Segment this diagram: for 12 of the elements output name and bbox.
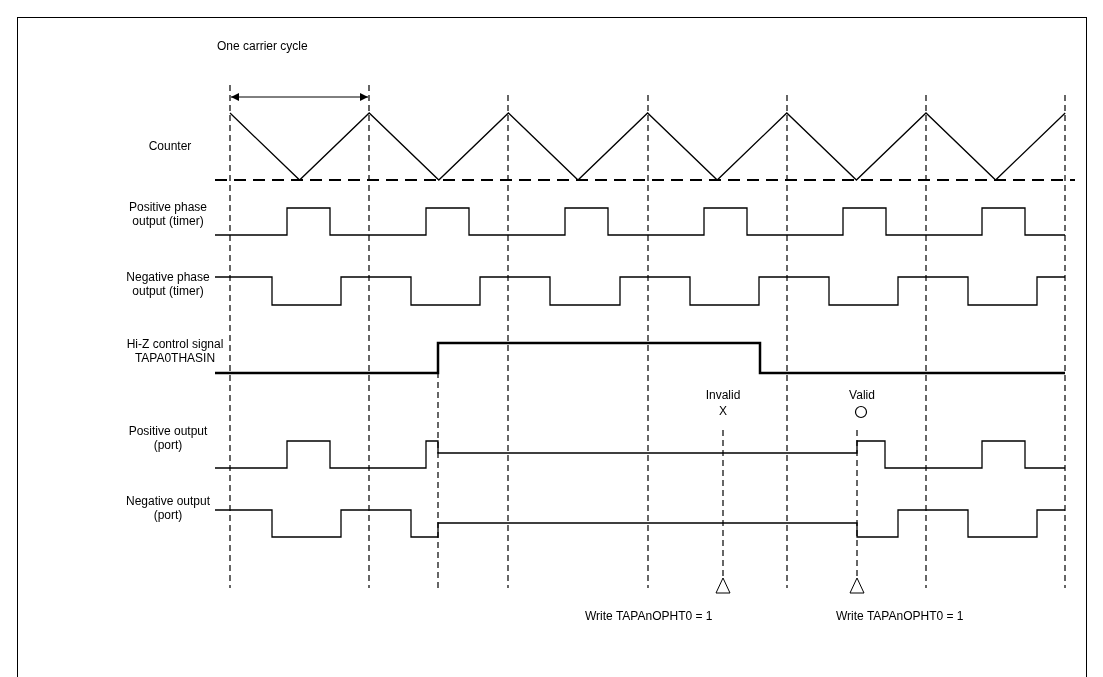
signal-label: Positive output (port) xyxy=(127,424,209,452)
note-label: Invalid xyxy=(704,388,742,402)
signal-label: Positive phase output (timer) xyxy=(127,200,208,228)
note-label: X xyxy=(718,404,728,418)
note-label: Write TAPAnOPHT0 = 1 xyxy=(585,609,713,623)
signal-label: Negative output (port) xyxy=(124,494,212,522)
signal-label: Negative phase output (timer) xyxy=(125,270,211,298)
dimension-label: One carrier cycle xyxy=(217,39,308,53)
signal-label: Hi-Z control signal TAPA0THASIN xyxy=(125,337,225,365)
signal-label: Counter xyxy=(147,139,193,153)
note-label: Write TAPAnOPHT0 = 1 xyxy=(836,609,964,623)
note-label: Valid xyxy=(848,388,876,402)
